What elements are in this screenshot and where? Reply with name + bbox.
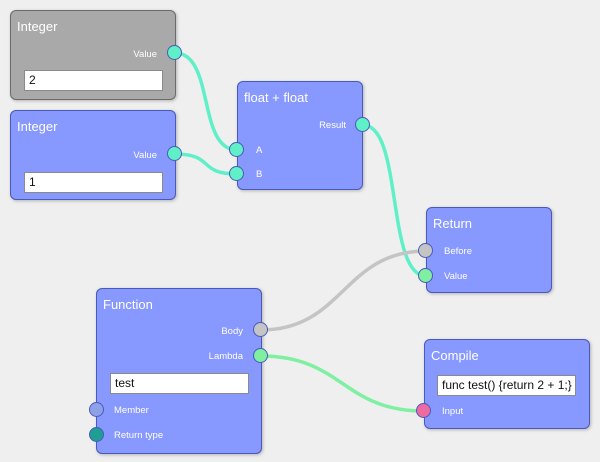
function-member-port[interactable] [89, 402, 104, 417]
compile-node-title: Compile [431, 348, 479, 363]
float-add-input-b-label: B [256, 169, 263, 180]
float-add-input-a-port[interactable] [229, 142, 244, 157]
integer-node-2-value-label: Value [133, 150, 157, 161]
return-before-port[interactable] [418, 243, 433, 258]
compile-input-port[interactable] [416, 403, 431, 418]
float-add-input-b-port[interactable] [229, 166, 244, 181]
function-return-type-port[interactable] [89, 427, 104, 442]
float-add-input-a-label: A [256, 145, 263, 156]
function-lambda-label: Lambda [208, 351, 243, 362]
function-lambda-port[interactable] [253, 348, 268, 363]
function-body-label: Body [221, 326, 243, 337]
integer-node-1-title: Integer [17, 19, 58, 34]
wire-function-body-to-return-before [259, 249, 428, 332]
integer-node-2[interactable]: Integer Value 1 [10, 110, 176, 200]
float-add-result-label: Result [319, 120, 346, 131]
float-add-node[interactable]: float + float Result A B [237, 81, 363, 190]
integer-1-value-port[interactable] [167, 45, 182, 60]
integer-node-1-value-label: Value [133, 49, 157, 60]
function-member-label: Member [114, 405, 149, 416]
integer-node-1[interactable]: Integer Value 2 [10, 10, 176, 100]
wire-integer1-value-to-float_add-a [173, 51, 239, 152]
function-node[interactable]: Function Body Lambda test Member Return … [96, 288, 262, 454]
function-name-input[interactable]: test [110, 373, 249, 394]
compile-input-label: Input [442, 406, 464, 417]
float-add-node-title: float + float [244, 90, 308, 105]
integer-node-2-value-input[interactable]: 1 [24, 172, 163, 193]
return-value-port[interactable] [418, 268, 433, 283]
compile-code-input[interactable]: func test() {return 2 + 1;} [437, 375, 576, 396]
integer-node-1-value-input[interactable]: 2 [24, 70, 163, 91]
function-body-port[interactable] [253, 322, 268, 337]
function-return-type-label: Return type [114, 430, 164, 441]
wire-function-lambda-to-compile-input [259, 354, 426, 413]
float-add-result-port[interactable] [355, 117, 370, 132]
integer-node-2-title: Integer [17, 119, 58, 134]
return-node[interactable]: Return Before Value [426, 207, 552, 293]
return-before-label: Before [444, 246, 472, 257]
wire-integer2-value-to-float_add-b [173, 152, 239, 176]
compile-node[interactable]: Compile func test() {return 2 + 1;} Inpu… [424, 339, 590, 429]
return-value-label: Value [444, 271, 468, 282]
return-node-title: Return [433, 216, 473, 231]
function-node-title: Function [103, 297, 153, 312]
integer-2-value-port[interactable] [167, 146, 182, 161]
wire-float_add-result-to-return-value [361, 123, 428, 278]
